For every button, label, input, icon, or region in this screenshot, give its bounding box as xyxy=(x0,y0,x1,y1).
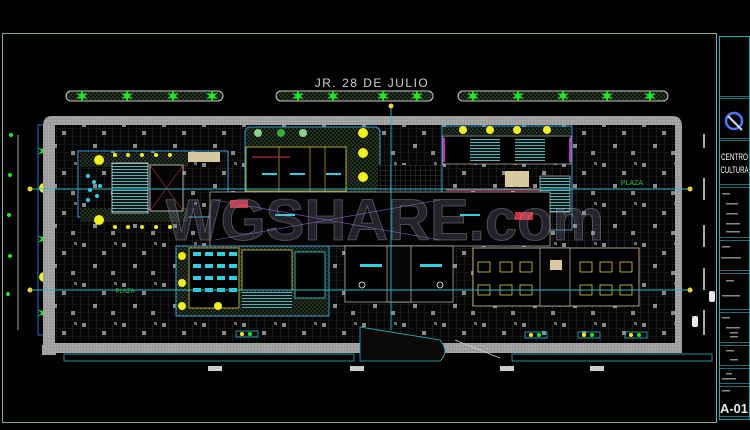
project-name-line-2: CULTURA xyxy=(721,165,749,175)
drawing-frame xyxy=(2,33,717,423)
project-name-line-1: CENTRO xyxy=(721,152,748,162)
building-workshops xyxy=(344,245,454,303)
plaza-label: PLAZA xyxy=(621,180,644,187)
sheet-number: A-01 xyxy=(720,401,748,416)
title-block-fine-print xyxy=(721,193,741,392)
planter xyxy=(275,90,434,102)
street-name-label: JR. 28 DE JULIO xyxy=(315,76,430,90)
company-logo-icon xyxy=(724,111,744,131)
benches xyxy=(235,330,648,339)
building-library xyxy=(175,245,330,317)
axis-marker-icons xyxy=(27,103,693,293)
watermark-logo: WGSHARE.com xyxy=(166,188,604,253)
street-planters xyxy=(65,90,669,102)
right-road xyxy=(692,134,715,335)
plaza-label: PLAZA xyxy=(115,289,134,295)
planter xyxy=(65,90,224,102)
grid-axes xyxy=(30,106,690,330)
building-classrooms xyxy=(472,247,640,307)
building-central-hall xyxy=(209,191,551,247)
lower-street xyxy=(42,326,713,371)
car-icon xyxy=(709,291,715,302)
car-icon xyxy=(692,316,698,327)
building-theatres xyxy=(441,125,573,231)
building-auditorium xyxy=(77,150,229,229)
title-block: CENTRO CULTURA A-01 xyxy=(719,36,750,420)
